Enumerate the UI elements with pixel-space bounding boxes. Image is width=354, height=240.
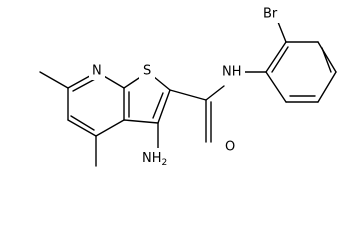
label-mask — [221, 63, 245, 81]
atom-label-nh2-subscript: 2 — [162, 158, 168, 168]
bond — [317, 41, 337, 73]
bond — [70, 115, 95, 131]
atom-label-o: O — [225, 140, 235, 155]
bond — [265, 41, 287, 73]
label-mask — [139, 62, 155, 80]
bond — [123, 119, 159, 124]
atom-label-s: S — [143, 64, 151, 79]
atom-label-br: Br — [263, 7, 278, 22]
molecule-diagram: N S NH Br O NH2 — [39, 5, 337, 168]
bond — [277, 21, 287, 43]
atom-label-layer: N S NH Br O NH2 — [89, 5, 287, 168]
label-mask — [89, 62, 105, 80]
label-mask — [141, 148, 173, 168]
bond — [67, 119, 97, 137]
label-mask — [222, 138, 238, 156]
bond — [169, 89, 207, 101]
bond — [321, 47, 332, 73]
label-mask — [261, 5, 287, 23]
bond-layer — [39, 21, 337, 167]
atom-label-n-pyridine: N — [92, 64, 102, 79]
bond — [317, 71, 337, 103]
bond — [265, 71, 287, 103]
atom-label-nh2: NH2 — [142, 151, 167, 168]
bond — [157, 89, 171, 124]
atom-label-nh2-main: NH — [142, 151, 162, 166]
bond — [95, 119, 125, 137]
bond — [271, 46, 289, 73]
bond — [152, 92, 164, 119]
atom-label-nh-amide: NH — [222, 65, 242, 80]
bond — [39, 71, 69, 89]
bond — [205, 85, 225, 101]
bond — [72, 77, 98, 92]
